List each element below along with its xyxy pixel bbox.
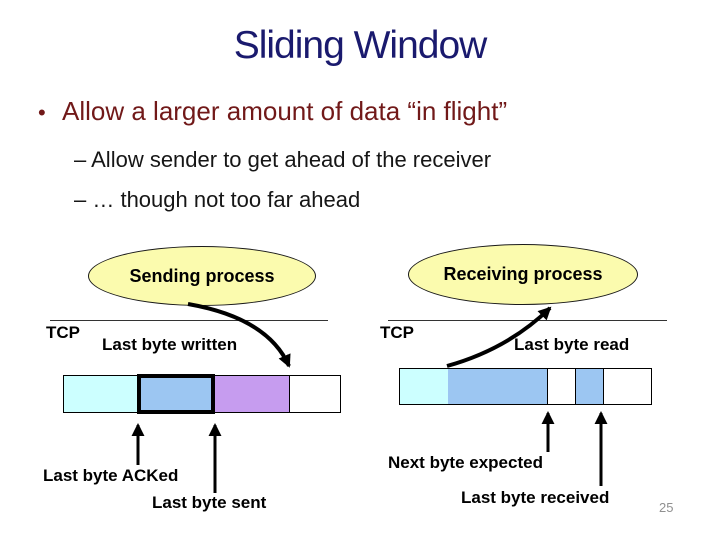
receiving-process-ellipse: Receiving process — [408, 244, 638, 305]
sender-buffer-bar — [63, 374, 341, 414]
sub-bullet-2: – … though not too far ahead — [74, 187, 361, 212]
receiver-segment-free — [604, 369, 651, 404]
sub-bullet-1: – Allow sender to get ahead of the recei… — [74, 147, 492, 172]
last-byte-read-label: Last byte read — [514, 335, 630, 354]
receiver-tcp-layer-line — [388, 320, 667, 321]
next-byte-expected-label: Next byte expected — [388, 453, 543, 472]
bullet-dot: • — [38, 100, 46, 125]
sender-segment-free — [290, 376, 340, 412]
receiver-segment-received-inorder — [448, 369, 547, 404]
bullet-item: • Allow a larger amount of data “in flig… — [38, 96, 507, 130]
receiver-segment-received-outoforder — [575, 369, 604, 404]
sender-tcp-label: TCP — [46, 323, 80, 342]
sending-process-label: Sending process — [129, 265, 275, 286]
last-byte-received-label: Last byte received — [461, 488, 610, 507]
receiver-buffer-bar — [399, 368, 652, 405]
sender-segment-sent-unacked — [137, 374, 215, 414]
sender-segment-written-unsent — [215, 376, 290, 412]
receiving-process-label: Receiving process — [443, 264, 603, 284]
receiver-segment-gap — [547, 369, 575, 404]
sender-tcp-layer-line — [50, 320, 328, 321]
sending-process-ellipse: Sending process — [88, 246, 316, 306]
receiver-segment-read — [400, 369, 448, 404]
receiver-tcp-label: TCP — [380, 323, 414, 342]
last-byte-written-label: Last byte written — [102, 335, 238, 354]
last-byte-acked-label: Last byte ACKed — [43, 466, 179, 485]
page-number: 25 — [659, 500, 674, 515]
bullet-text: Allow a larger amount of data “in flight… — [62, 96, 508, 126]
slide-title: Sliding Window — [233, 24, 488, 67]
sender-segment-acked — [64, 376, 137, 412]
last-byte-sent-label: Last byte sent — [152, 493, 267, 512]
